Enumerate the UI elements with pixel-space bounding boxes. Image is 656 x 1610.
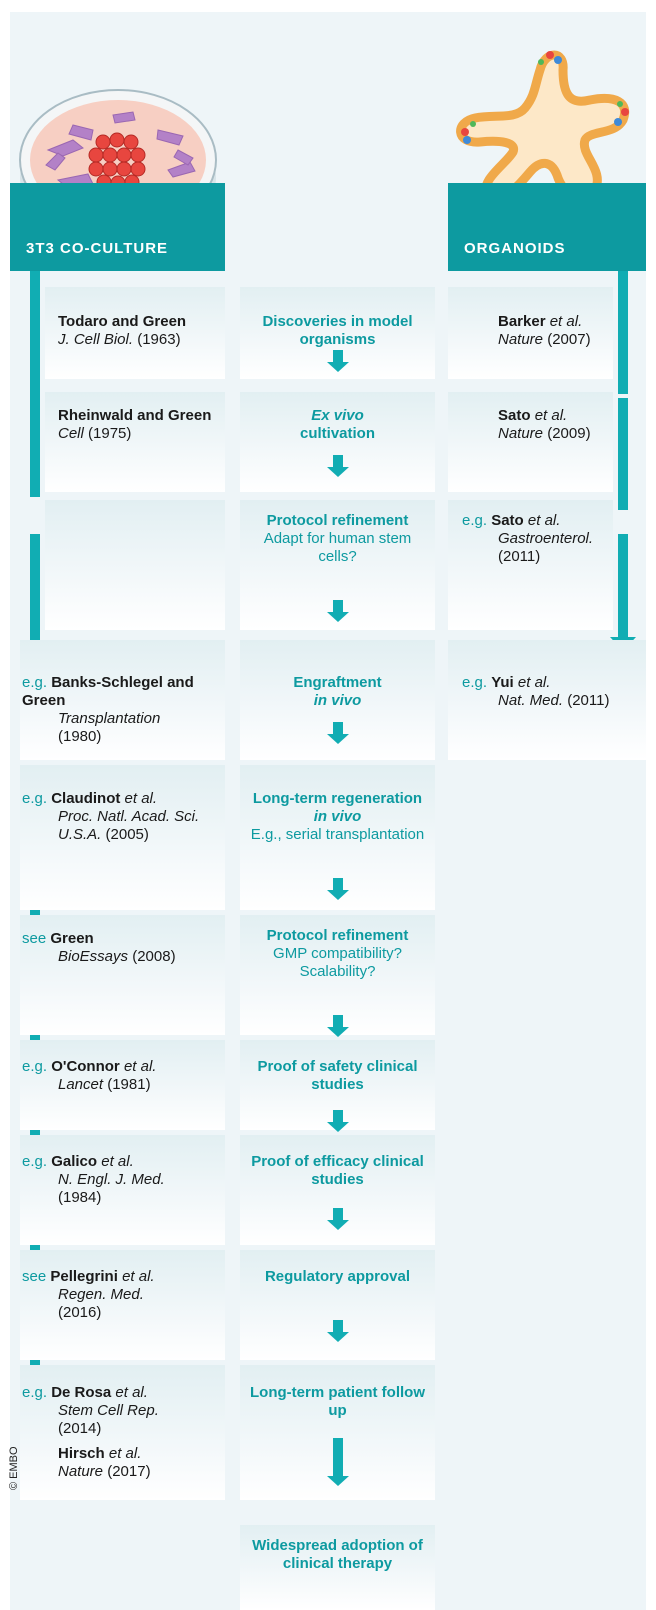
row-cell <box>240 1250 435 1360</box>
right-ref-2: Sato et al. Nature (2009) <box>498 407 591 442</box>
row-cell <box>448 640 646 760</box>
step-engraftment: Engraftment in vivo <box>293 674 382 709</box>
row-cell <box>20 1365 225 1500</box>
right-ref-3: e.g. Sato et al. Gastroenterol.(2011) <box>462 512 594 565</box>
right-ref-1: Barker et al. Nature (2007) <box>498 313 591 348</box>
left-ref-7: e.g. Galico et al. N. Engl. J. Med.(1984… <box>22 1153 165 1206</box>
row-cell <box>448 287 613 379</box>
down-arrow <box>327 878 349 900</box>
step-proof-of-efficacy: Proof of efficacy clinical studies <box>251 1153 424 1188</box>
header-3t3-label: 3T3 CO-CULTURE <box>26 240 169 257</box>
row-cell <box>240 1525 435 1610</box>
down-arrow <box>327 600 349 622</box>
row-cell <box>20 915 225 1035</box>
left-ref-2: Rheinwald and Green Cell (1975) <box>58 407 212 442</box>
down-arrow <box>327 722 349 744</box>
row-cell <box>448 500 613 630</box>
right-timeline-bar-3 <box>618 534 628 639</box>
left-ref-5: see Green BioEssays (2008) <box>22 930 176 965</box>
step-ex-vivo: Ex vivo cultivation <box>299 407 375 442</box>
left-ref-1: Todaro and Green J. Cell Biol. (1963) <box>58 313 187 348</box>
row-cell <box>20 1250 225 1360</box>
down-arrow <box>327 1015 349 1037</box>
down-arrow <box>327 1320 349 1342</box>
right-ref-4: e.g. Yui et al. Nat. Med. (2011) <box>462 674 610 709</box>
left-timeline-bar-2 <box>30 534 40 646</box>
copyright: © EMBO <box>8 1446 20 1490</box>
row-cell <box>20 640 225 760</box>
right-timeline-bar-2 <box>618 398 628 510</box>
row-cell <box>20 765 225 910</box>
row-cell <box>45 392 225 492</box>
down-arrow <box>327 1110 349 1132</box>
left-ref-9: e.g. De Rosa et al. Stem Cell Rep.(2014) <box>22 1384 159 1437</box>
down-arrow <box>327 1438 349 1486</box>
left-timeline-bar-1 <box>30 287 40 497</box>
step-long-term-regeneration: Long-term regeneration in vivo E.g., ser… <box>250 790 425 843</box>
down-arrow <box>327 1208 349 1230</box>
header-organoids: ORGANOIDS <box>448 183 646 271</box>
step-protocol-refinement-1: Protocol refinement Adapt for human stem… <box>263 512 412 565</box>
row-cell <box>448 392 613 492</box>
step-long-term-follow-up: Long-term patient follow up <box>250 1384 425 1419</box>
header-3t3-coculture: 3T3 CO-CULTURE <box>10 183 225 271</box>
left-ref-8: see Pellegrini et al. Regen. Med.(2016) <box>22 1268 155 1321</box>
down-arrow <box>327 455 349 477</box>
down-arrow <box>327 350 349 372</box>
row-cell <box>45 287 225 379</box>
step-widespread-adoption: Widespread adoption of clinical therapy <box>252 1537 423 1572</box>
left-ref-10: Hirsch et al. Nature (2017) <box>58 1445 151 1480</box>
row-cell <box>45 500 225 630</box>
row-cell <box>20 1040 225 1130</box>
step-discoveries: Discoveries in model organisms <box>262 313 413 348</box>
step-regulatory-approval: Regulatory approval <box>264 1268 411 1285</box>
left-ref-4: e.g. Claudinot et al. Proc. Natl. Acad. … <box>22 790 200 843</box>
left-ref-6: e.g. O'Connor et al. Lancet (1981) <box>22 1058 157 1093</box>
step-protocol-refinement-2: Protocol refinement GMP compatibility? S… <box>266 927 409 980</box>
left-ref-3: e.g. Banks-Schlegel and Green Transplant… <box>22 674 194 745</box>
row-cell <box>20 1135 225 1245</box>
right-timeline-bar-1 <box>618 287 628 394</box>
left-timeline-bar <box>30 271 40 297</box>
step-proof-of-safety: Proof of safety clinical studies <box>257 1058 418 1093</box>
header-organoids-label: ORGANOIDS <box>464 240 566 257</box>
right-timeline-bar <box>618 271 628 297</box>
